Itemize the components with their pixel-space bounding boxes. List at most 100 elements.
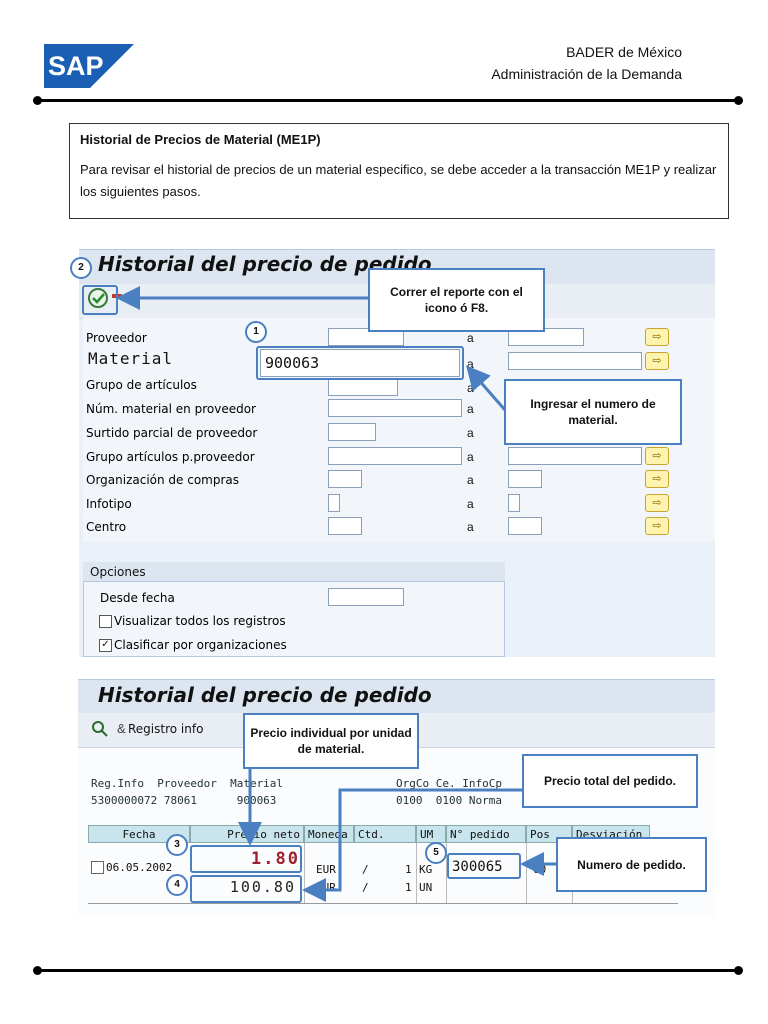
field-label-organizacion-compras: Organización de compras — [86, 473, 240, 487]
organizacion-compras-from-input[interactable] — [328, 470, 362, 488]
callout-enter-material: Ingresar el numero de material. — [504, 379, 682, 445]
step-number-1: 1 — [245, 321, 267, 343]
infotipo-from-input[interactable] — [328, 494, 340, 512]
options-title: Opciones — [90, 565, 146, 579]
visualizar-todos-checkbox[interactable] — [99, 615, 112, 628]
detail-icon[interactable] — [92, 721, 108, 737]
callout-total-price: Precio total del pedido. — [522, 754, 698, 808]
total-price-highlight — [190, 875, 302, 903]
row-pos: 00 — [533, 863, 547, 876]
header-divider — [38, 99, 738, 102]
range-to-label: a — [467, 381, 474, 395]
column-divider — [526, 843, 527, 903]
range-to-label: a — [467, 357, 474, 371]
field-label-infotipo: Infotipo — [86, 497, 132, 511]
grupo-articulos-proveedor-from-input[interactable] — [328, 447, 462, 465]
sap-logo: SAP — [44, 44, 134, 88]
divider-dot — [734, 96, 743, 105]
row-ctd: 1 — [405, 881, 412, 894]
field-label-material: Material — [88, 349, 174, 368]
execute-highlight — [82, 285, 118, 315]
table-body — [88, 843, 678, 904]
execute-icon[interactable] — [87, 287, 109, 309]
field-label-grupo-articulos: Grupo de artículos — [86, 378, 197, 392]
registro-info-button[interactable]: Registro info — [128, 722, 204, 736]
step-number-4: 4 — [166, 874, 188, 896]
proveedor-to-input[interactable] — [508, 328, 584, 346]
column-header-um[interactable]: UM — [416, 825, 446, 843]
row-um: UN — [419, 881, 433, 894]
field-label-grupo-articulos-proveedor: Grupo artículos p.proveedor — [86, 450, 255, 464]
clasificar-organizaciones-label: Clasificar por organizaciones — [114, 638, 287, 652]
field-label-surtido-parcial: Surtido parcial de proveedor — [86, 426, 258, 440]
field-label-proveedor: Proveedor — [86, 331, 147, 345]
column-header-precio-neto[interactable]: Precio neto — [190, 825, 304, 843]
range-to-label: a — [467, 497, 474, 511]
column-divider — [304, 843, 305, 903]
info-header-left: Reg.Info Proveedor Material — [91, 777, 284, 790]
intro-box: Historial de Precios de Material (ME1P) … — [69, 123, 729, 219]
result-title: Historial del precio de pedido — [98, 683, 432, 707]
registro-info-icon[interactable]: & — [117, 721, 126, 736]
range-to-label: a — [467, 426, 474, 440]
infotipo-to-input[interactable] — [508, 494, 520, 512]
row-um: KG — [419, 863, 433, 876]
result-titlebar — [78, 679, 715, 714]
column-header-fecha[interactable]: Fecha — [88, 825, 190, 843]
multiple-selection-icon[interactable]: ⇨ — [645, 470, 669, 488]
options-header — [83, 562, 505, 582]
range-to-label: a — [467, 402, 474, 416]
row-separator: / — [362, 881, 369, 894]
grupo-articulos-from-input[interactable] — [328, 378, 398, 396]
info-row-left: 5300000072 78061 900063 — [91, 794, 277, 807]
centro-from-input[interactable] — [328, 517, 362, 535]
row-precio-unitario: 1.80 — [251, 849, 300, 869]
range-to-label: a — [467, 520, 474, 534]
multiple-selection-icon[interactable]: ⇨ — [645, 352, 669, 370]
clasificar-organizaciones-checkbox[interactable]: ✓ — [99, 639, 112, 652]
company-name: BADER de México — [566, 44, 682, 60]
proveedor-from-input[interactable] — [328, 328, 404, 346]
divider-dot — [734, 966, 743, 975]
material-from-input[interactable]: 900063 — [260, 349, 460, 377]
range-to-label: a — [467, 331, 474, 345]
step-number-2: 2 — [70, 257, 92, 279]
row-fecha: 06.05.2002 — [106, 861, 173, 874]
step-number-5: 5 — [425, 842, 447, 864]
visualizar-todos-label: Visualizar todos los registros — [114, 614, 286, 628]
multiple-selection-icon[interactable]: ⇨ — [645, 494, 669, 512]
unit-price-highlight — [190, 845, 302, 873]
material-highlight — [256, 346, 464, 380]
row-select-checkbox[interactable] — [91, 861, 104, 874]
desde-fecha-label: Desde fecha — [100, 591, 175, 605]
centro-to-input[interactable] — [508, 517, 542, 535]
info-row-right: 0100 0100 Norma — [396, 794, 502, 807]
material-to-input[interactable] — [508, 352, 642, 370]
callout-unit-price: Precio individual por unidad de material… — [243, 713, 419, 769]
row-ctd: 1 — [405, 863, 412, 876]
info-header-right: OrgCo Ce. InfoCp — [396, 777, 502, 790]
row-moneda: EUR — [316, 881, 336, 894]
intro-text: Para revisar el historial de precios de … — [80, 162, 717, 199]
column-header-ctd[interactable]: Ctd. — [354, 825, 416, 843]
row-separator: / — [362, 863, 369, 876]
callout-run-report: Correr el reporte con el icono ó F8. — [368, 268, 545, 332]
desde-fecha-input[interactable] — [328, 588, 404, 606]
step-number-3: 3 — [166, 834, 188, 856]
num-material-proveedor-from-input[interactable] — [328, 399, 462, 417]
grupo-articulos-proveedor-to-input[interactable] — [508, 447, 642, 465]
order-number-highlight — [447, 853, 521, 879]
surtido-parcial-from-input[interactable] — [328, 423, 376, 441]
multiple-selection-icon[interactable]: ⇨ — [645, 328, 669, 346]
column-header-moneda[interactable]: Moneda — [304, 825, 354, 843]
column-header-n-pedido[interactable]: N° pedido — [446, 825, 526, 843]
range-to-label: a — [467, 473, 474, 487]
organizacion-compras-to-input[interactable] — [508, 470, 542, 488]
footer-divider — [38, 969, 738, 972]
row-precio-total: 100.80 — [229, 878, 296, 896]
department-name: Administración de la Demanda — [491, 66, 682, 82]
multiple-selection-icon[interactable]: ⇨ — [645, 447, 669, 465]
multiple-selection-icon[interactable]: ⇨ — [645, 517, 669, 535]
divider-dot — [33, 96, 42, 105]
row-moneda: EUR — [316, 863, 336, 876]
